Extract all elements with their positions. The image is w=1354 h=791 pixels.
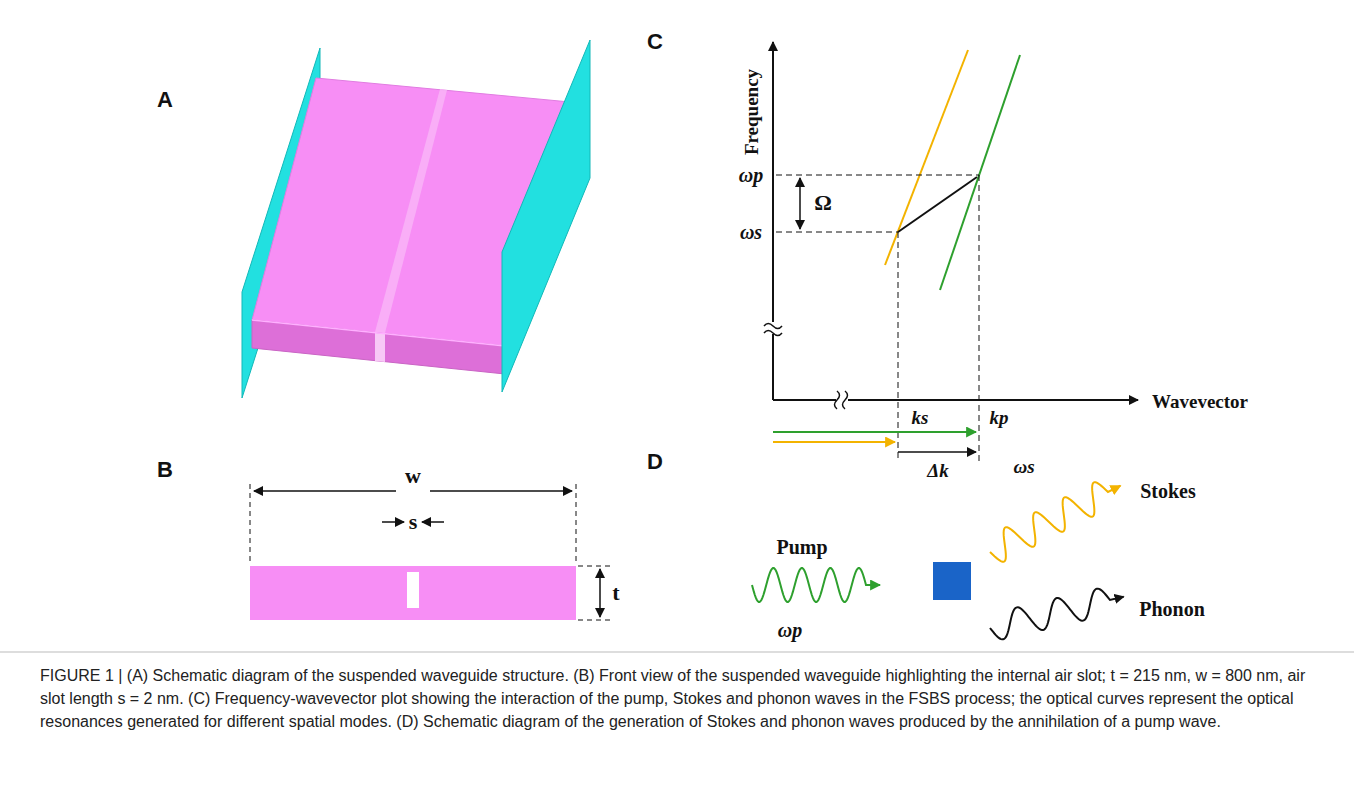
edge-highlight bbox=[252, 320, 505, 346]
guide-line bbox=[979, 175, 980, 462]
air-slot-front bbox=[375, 333, 385, 362]
dimension-arrow bbox=[599, 593, 601, 617]
dimension-label: t bbox=[612, 582, 619, 604]
frequency-gap-label: Ω bbox=[814, 192, 832, 214]
frequency-gap-arrow bbox=[799, 203, 801, 229]
wavevector-label: Δk bbox=[927, 461, 948, 480]
wavevector-label: ks bbox=[912, 408, 929, 427]
panel-letter: C bbox=[647, 31, 663, 53]
wave-name: Stokes bbox=[1140, 481, 1196, 501]
dispersion-plot bbox=[764, 42, 1138, 462]
dimension-line bbox=[250, 484, 251, 564]
waveguide-cross-section bbox=[250, 484, 612, 620]
dimension-line bbox=[576, 484, 577, 564]
panel-letter: A bbox=[157, 89, 173, 111]
process-sketch bbox=[752, 482, 1124, 639]
waveguide-3d bbox=[242, 40, 590, 398]
pump-dispersion-curve bbox=[940, 55, 1020, 290]
wave-frequency: ωs bbox=[1013, 457, 1034, 476]
wavevector-difference-arrow bbox=[898, 451, 976, 453]
wavevector-arrow bbox=[773, 431, 976, 433]
dimension-label: w bbox=[405, 465, 421, 487]
pump-wave bbox=[752, 568, 880, 602]
axis-title: Wavevector bbox=[1152, 392, 1248, 411]
cross-section-body bbox=[250, 566, 576, 620]
stokes-dispersion-curve bbox=[885, 50, 968, 265]
frequency-label: ωp bbox=[739, 165, 763, 185]
caption-rule bbox=[0, 652, 1354, 653]
dimension-line bbox=[578, 620, 612, 621]
wave-name: Pump bbox=[776, 537, 827, 557]
frequency-label: ωs bbox=[740, 222, 762, 242]
panel-letter: D bbox=[647, 451, 663, 473]
frequency-gap-arrow bbox=[799, 178, 801, 203]
dimension-arrow bbox=[422, 521, 444, 523]
dimension-label: s bbox=[409, 511, 418, 533]
interaction-medium bbox=[933, 562, 971, 600]
phonon-vector bbox=[898, 177, 977, 232]
air-slot bbox=[407, 572, 419, 608]
wave-frequency: ωp bbox=[778, 620, 802, 640]
stokes-wave bbox=[990, 482, 1120, 562]
axis-title: Frequency bbox=[742, 69, 761, 155]
dimension-arrow bbox=[382, 521, 404, 523]
dimension-arrow bbox=[254, 490, 396, 492]
wave-name: Phonon bbox=[1139, 599, 1205, 619]
guide-line bbox=[776, 175, 979, 176]
axis-break bbox=[835, 391, 848, 409]
right-support bbox=[502, 40, 590, 392]
wavevector-axis bbox=[773, 399, 1138, 401]
phonon-wave bbox=[990, 589, 1124, 640]
air-slot-top bbox=[375, 89, 447, 333]
axis-break bbox=[764, 324, 782, 336]
dimension-arrow bbox=[430, 490, 572, 492]
wavevector-label: kp bbox=[990, 408, 1009, 427]
dimension-line bbox=[578, 566, 612, 567]
dimension-arrow bbox=[599, 569, 601, 593]
guide-line bbox=[898, 232, 899, 462]
frequency-axis bbox=[772, 42, 774, 400]
wavevector-arrow bbox=[773, 441, 895, 443]
panel-letter: B bbox=[157, 459, 173, 481]
guide-line bbox=[776, 232, 898, 233]
figure-caption: FIGURE 1 | (A) Schematic diagram of the … bbox=[40, 664, 1312, 733]
